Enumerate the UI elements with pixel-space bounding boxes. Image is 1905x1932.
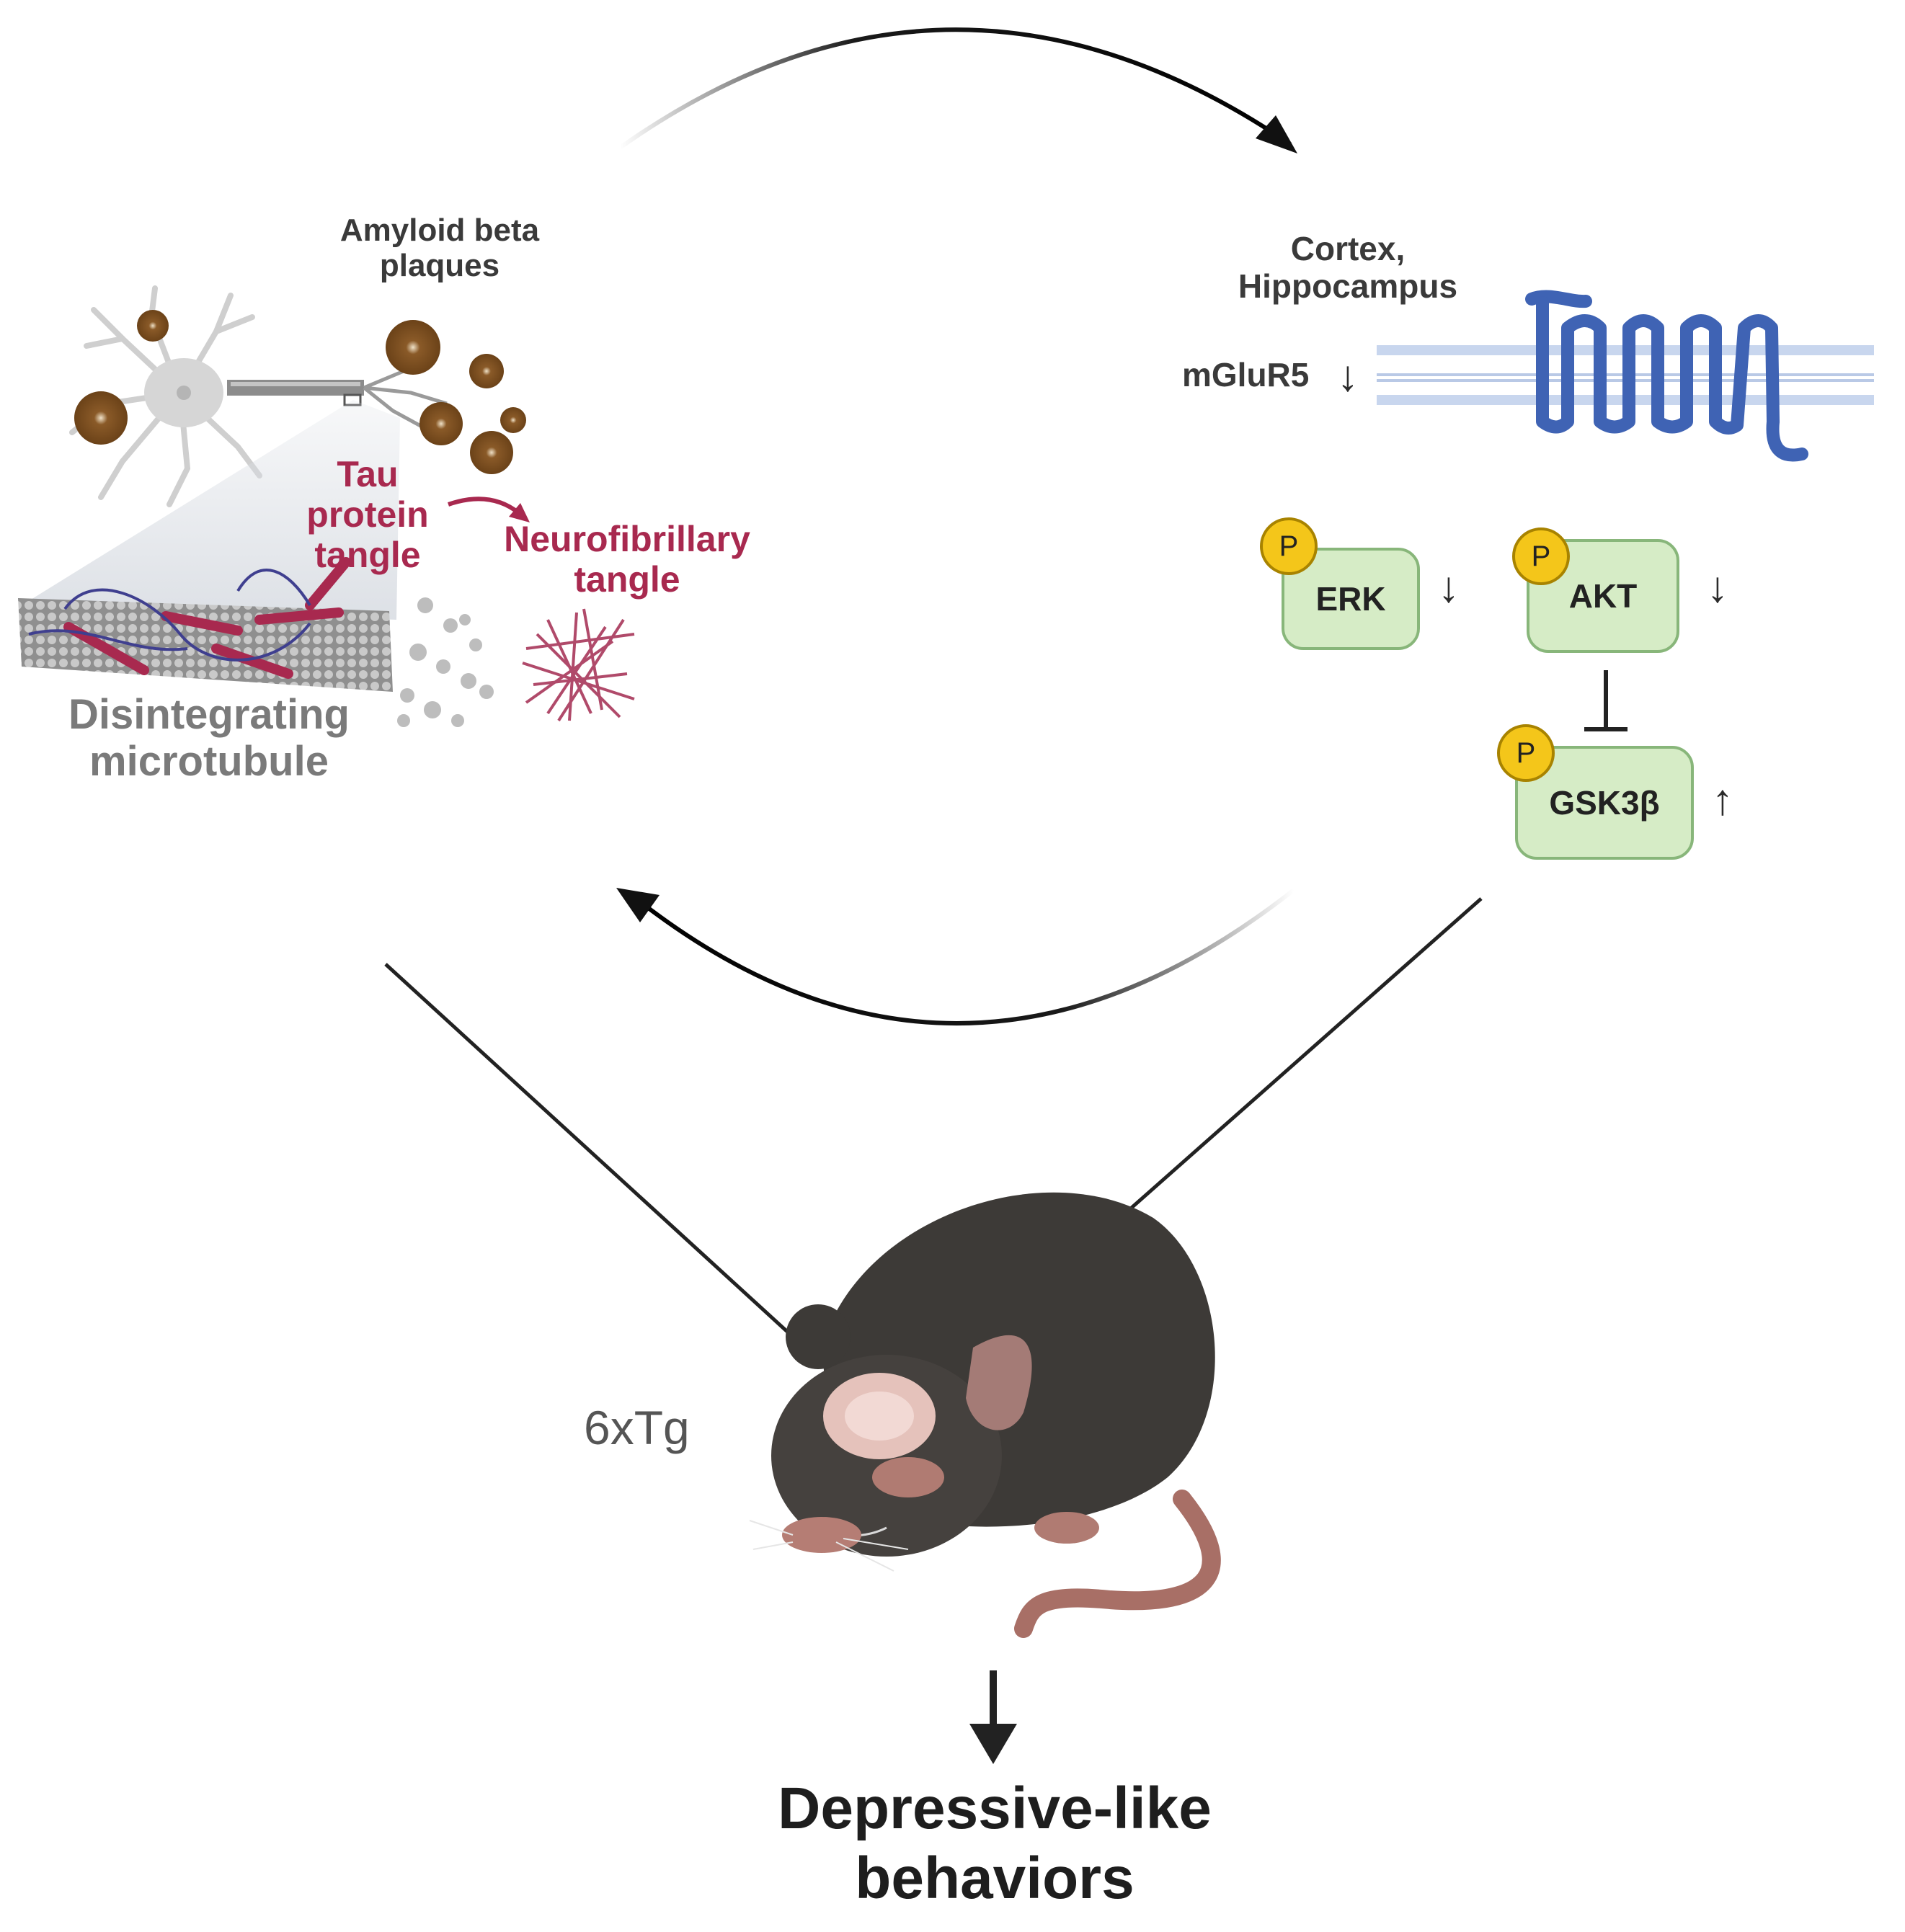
connector-left — [384, 963, 794, 1338]
cycle-arrow-bottom — [616, 888, 1295, 1025]
tau-tangle-label: Tau protein tangle — [306, 454, 429, 575]
microtubule — [18, 557, 393, 692]
mouse-6xtg — [749, 1192, 1221, 1638]
mglur5-down-arrow: ↓ — [1337, 352, 1359, 400]
cycle-arrow-top — [618, 27, 1297, 153]
mglur5-receptor — [1525, 290, 1808, 462]
outcome-label: Depressive-like behaviors — [778, 1776, 1212, 1911]
outcome-arrow — [969, 1670, 1017, 1764]
akt-inhibits-gsk3b — [1584, 670, 1628, 731]
dispersing-tau — [397, 597, 494, 727]
gsk3b-phospho-badge: P — [1497, 724, 1555, 782]
brain-region-label: Cortex, Hippocampus — [1238, 230, 1458, 305]
akt-change-arrow: ↓ — [1707, 563, 1728, 611]
mouse-model-label: 6xTg — [584, 1401, 690, 1454]
akt-phospho-badge: P — [1512, 527, 1570, 585]
erk-change-arrow: ↓ — [1438, 563, 1460, 611]
neuron-illustration — [69, 285, 526, 507]
mglur5-label: mGluR5 — [1182, 356, 1310, 393]
microtubule-label: Disintegrating microtubule — [68, 691, 350, 785]
amyloid-plaques-label: Amyloid beta plaques — [339, 213, 540, 284]
neurofibrillary-tangle — [522, 608, 635, 722]
gsk3b-change-arrow: ↑ — [1712, 775, 1733, 824]
neurofibrillary-tangle-label: Neurofibrillary tangle — [504, 519, 750, 600]
erk-phospho-badge: P — [1260, 517, 1318, 575]
tau-to-nft-arrow — [448, 497, 520, 515]
zoom-fan — [22, 400, 400, 620]
